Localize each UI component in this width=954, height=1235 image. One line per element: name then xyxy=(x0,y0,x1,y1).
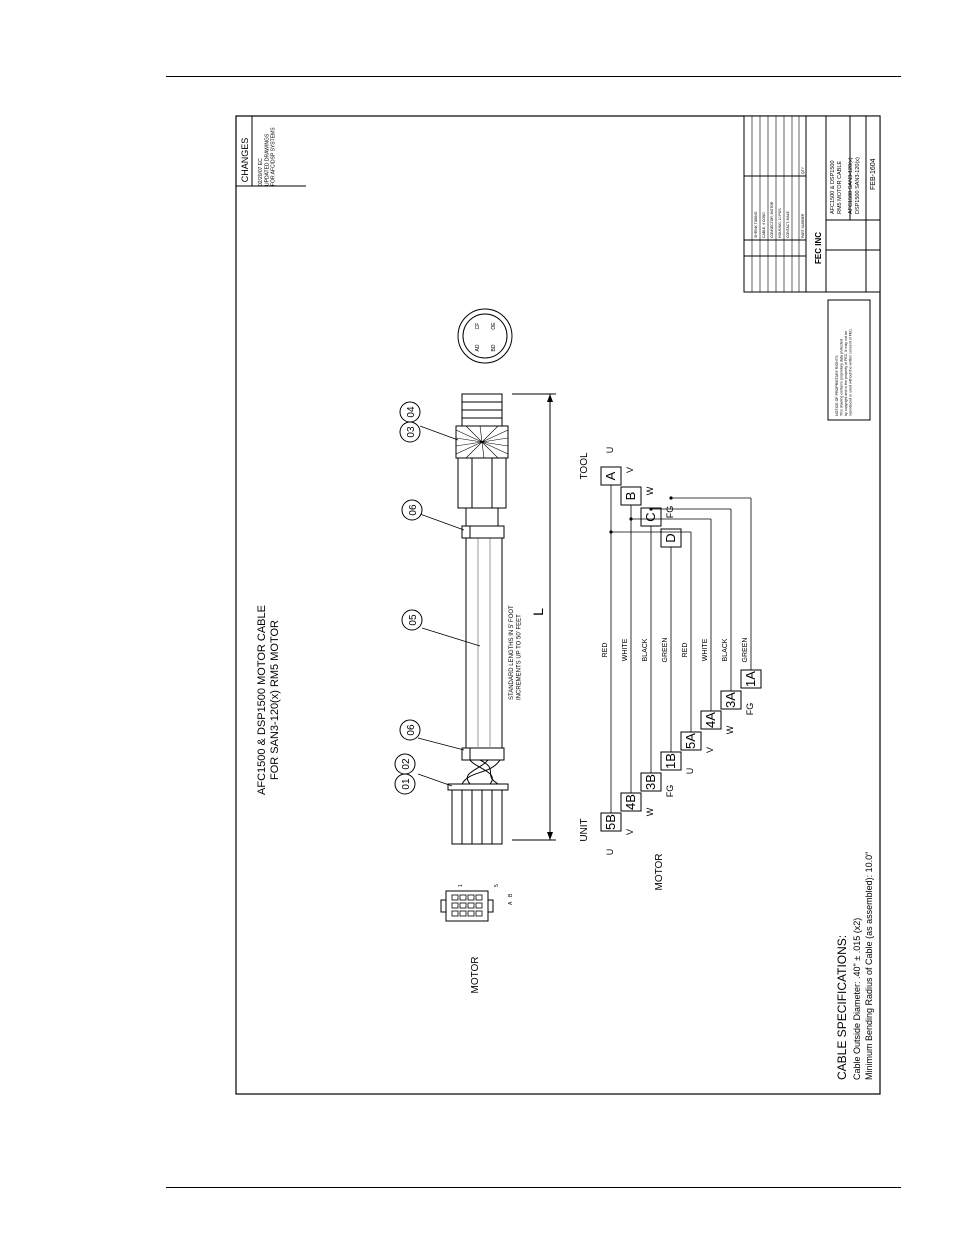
balloon-06-right xyxy=(401,499,423,521)
tool-label: TOOL xyxy=(579,452,590,479)
notice-text: NOTICE OF PROPRIETARY RIGHTSThis drawing… xyxy=(835,328,853,416)
motor-connector-face: 1 5 B A MOTOR xyxy=(440,884,514,994)
unit-signal-label: FG xyxy=(745,703,755,716)
top-rule xyxy=(166,76,901,77)
wire-color-label: WHITE xyxy=(702,638,709,661)
balloon-03-label: 03 xyxy=(406,426,417,438)
wire-color-label: RED xyxy=(602,643,609,658)
end-pin-label-2: CF xyxy=(475,323,481,330)
proprietary-notice: NOTICE OF PROPRIETARY RIGHTSThis drawing… xyxy=(827,299,871,421)
balloon-02 xyxy=(394,753,416,775)
wire-color-label: BLACK xyxy=(722,638,729,661)
unit-pin-label: 4A xyxy=(703,712,718,728)
tool-signal-label: FG xyxy=(665,506,675,519)
balloon-06-right-label: 06 xyxy=(408,504,419,516)
housing xyxy=(451,789,503,845)
unit-pin-label: 1A xyxy=(743,671,758,687)
company-name: FEC INC xyxy=(814,232,823,264)
connector-end-view: AD CF BD OE xyxy=(457,308,513,364)
balloon-05-label: 05 xyxy=(408,614,419,626)
unit-signal-label: W xyxy=(725,725,735,734)
drawing-title-line2: FOR SAN3-120(x) RM5 MOTOR xyxy=(269,620,281,780)
unit-pin-label: 1B xyxy=(663,753,678,769)
end-pin-label-3: BD xyxy=(491,344,497,351)
motor-pin-1: 1 xyxy=(458,884,464,887)
balloon-04-label: 04 xyxy=(406,406,417,418)
tool-signal-label: W xyxy=(645,486,655,495)
unit-signal-label: V xyxy=(625,829,635,835)
unit-pin-label: 5A xyxy=(683,733,698,749)
unit-signal-label: U xyxy=(685,768,695,775)
unit-signal-label: W xyxy=(645,807,655,816)
changes-entry: 02/20/07 ECUPDATED DRAWINGSFOR AFC/DSP S… xyxy=(258,127,277,186)
wire-junction xyxy=(609,530,613,534)
wire-color-label: BLACK xyxy=(642,638,649,661)
part-row-5: CONTACT, MALE xyxy=(786,210,790,238)
part-numbers: AFC1500 SAN3-120(x)DSP1500 SAN3-120(x) xyxy=(848,157,861,214)
part-row-header: PART NUMBER xyxy=(801,213,805,238)
drawing-number: FEB-1604 xyxy=(870,158,877,190)
drawing-title-line1: AFC1500 & DSP1500 MOTOR CABLE xyxy=(256,605,268,795)
motor-end-connector xyxy=(457,457,507,509)
unit-pin-label: 5B xyxy=(603,814,618,830)
part-row-2: CABLE, 4 COND xyxy=(762,212,766,238)
balloon-01-label: 01 xyxy=(401,778,412,790)
tool-signal-label: V xyxy=(625,467,635,473)
cable-specifications: CABLE SPECIFICATIONS: Cable Outside Diam… xyxy=(835,852,874,1080)
wire-color-label: GREEN xyxy=(662,638,669,663)
tool-pin-label: B xyxy=(623,492,638,501)
product-title: AFC1500 & DSP1500RM5 MOTOR CABLE xyxy=(830,160,843,214)
unit-pin-label: 3B xyxy=(643,774,658,790)
wire-junction xyxy=(669,496,673,500)
changes-heading: CHANGES xyxy=(240,138,250,183)
wire-color-label: RED xyxy=(682,643,689,658)
part-row-4: HOUSING, 10 POS xyxy=(778,208,782,238)
callout-balloons: 01 02 06 05 06 03 04 xyxy=(394,401,481,795)
balloon-06-left-label: 06 xyxy=(406,724,417,736)
wiring-diagram: UNIT TOOL MOTOR A U B V C W D FG 5B U RED 4B V WHITE 3… xyxy=(579,447,762,891)
wire-color-label: WHITE xyxy=(622,638,629,661)
drawing-border xyxy=(235,115,881,1095)
motor-pin-b: B xyxy=(508,893,514,897)
length-label: L xyxy=(530,608,546,616)
motor-pin-5: 5 xyxy=(494,884,500,887)
qty-header: QTY xyxy=(801,166,805,174)
balloon-02-label: 02 xyxy=(401,758,412,770)
balloon-05 xyxy=(401,609,423,631)
specs-line1: Cable Outside Diameter: .40" ± .015 (x2) xyxy=(852,918,862,1080)
cable-assembly xyxy=(447,393,509,845)
wire-junction xyxy=(629,517,633,521)
bottom-rule xyxy=(166,1187,901,1188)
unit-signal-label: V xyxy=(705,747,715,753)
changes-block: CHANGES 02/20/07 ECUPDATED DRAWINGSFOR A… xyxy=(236,116,306,187)
specs-line2: Minimum Bending Radius of Cable (as asse… xyxy=(864,852,874,1080)
balloon-06-left xyxy=(399,719,421,741)
balloon-04 xyxy=(399,401,421,423)
part-row-3: CONNECTOR, MOTOR xyxy=(770,201,774,238)
title-block: SHRINK TUBING CABLE, 4 COND CONNECTOR, M… xyxy=(743,115,881,293)
tool-pin-label: D xyxy=(663,533,678,542)
part-row-1: SHRINK TUBING xyxy=(754,211,758,238)
tool-pin-label: A xyxy=(603,471,618,480)
motor-connector-label: MOTOR xyxy=(470,956,481,993)
motor-pin-a: A xyxy=(508,901,514,905)
unit-label: UNIT xyxy=(579,818,590,841)
wire-color-label: GREEN xyxy=(742,638,749,663)
end-pin-label-1: AD xyxy=(475,344,481,351)
unit-signal-label: U xyxy=(605,849,615,856)
tool-pin-label: C xyxy=(643,512,658,521)
tool-signal-label: U xyxy=(605,447,615,454)
specs-heading: CABLE SPECIFICATIONS: xyxy=(835,935,849,1080)
length-dimension: L xyxy=(512,393,556,841)
unit-signal-label: FG xyxy=(665,785,675,798)
unit-pin-label: 4B xyxy=(623,794,638,810)
unit-pin-label: 3A xyxy=(723,692,738,708)
end-pin-label-4: OE xyxy=(491,322,497,330)
wire-junction xyxy=(649,507,653,511)
wiring-motor-label: MOTOR xyxy=(654,853,665,890)
